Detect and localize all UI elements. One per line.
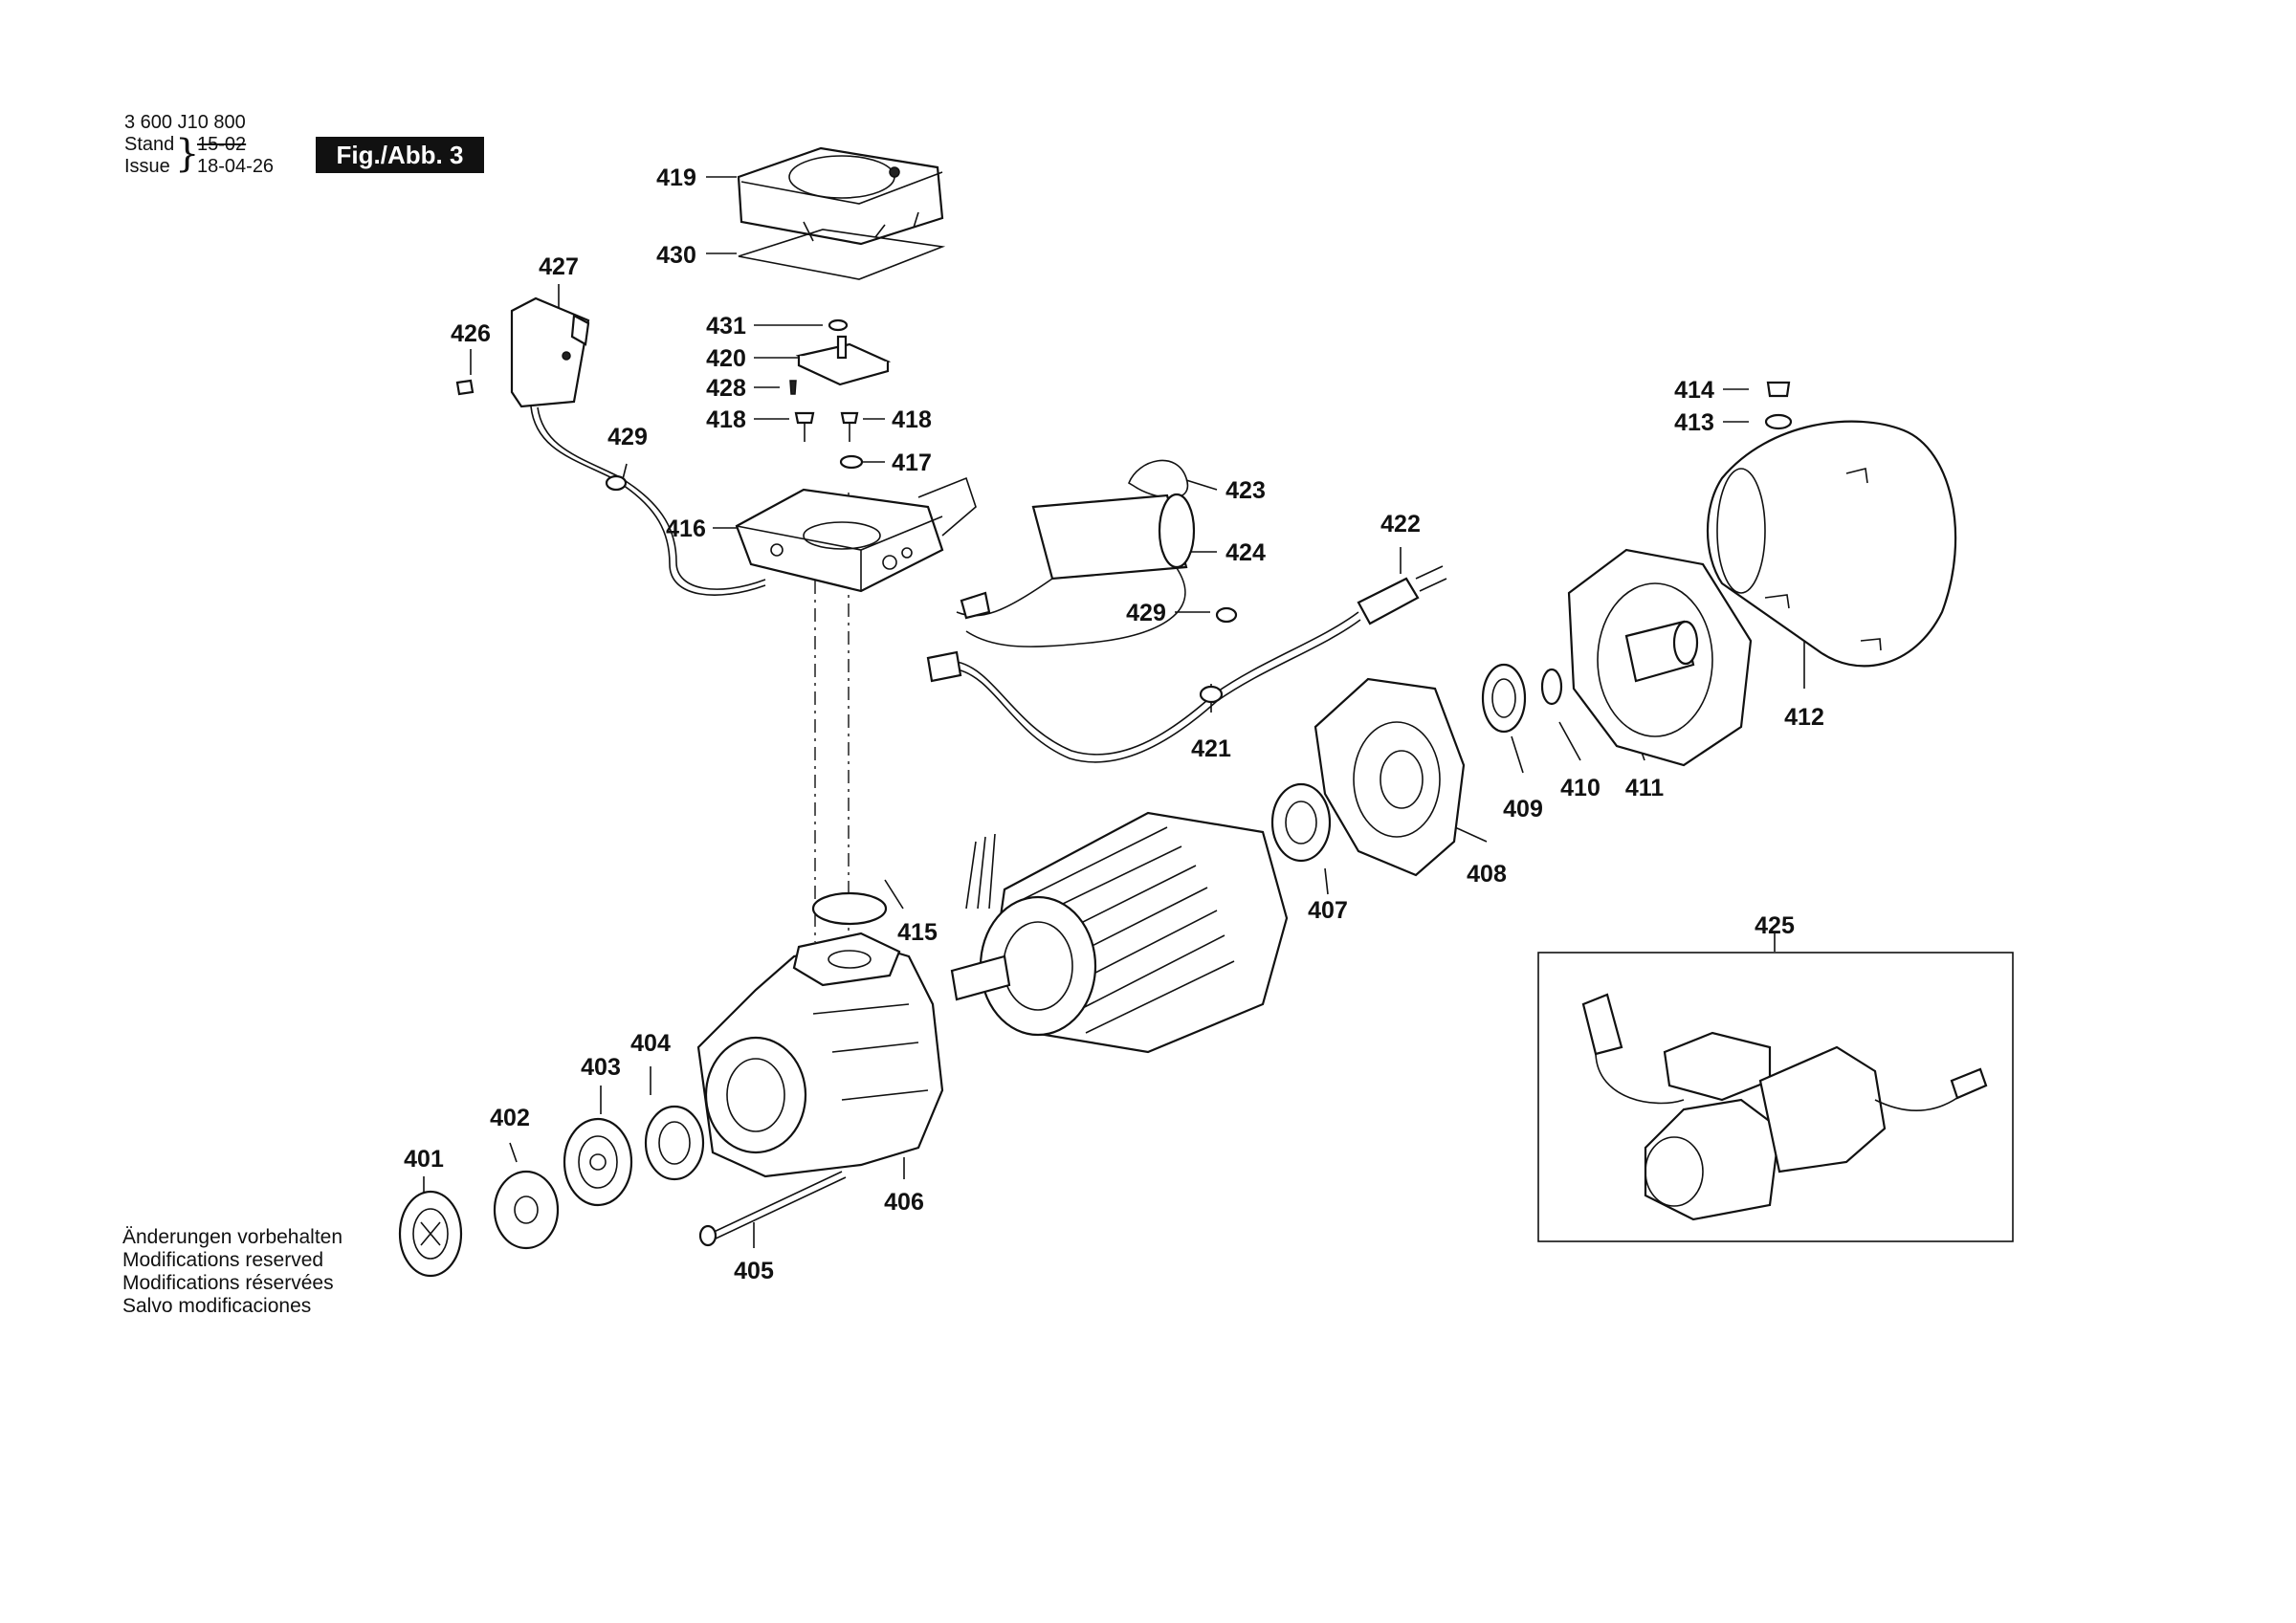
- callout-407: 407: [1308, 897, 1348, 924]
- callout-403: 403: [581, 1054, 621, 1081]
- callout-408: 408: [1467, 861, 1507, 888]
- mains-cable-part: [926, 565, 1447, 763]
- callout-418-left: 418: [706, 406, 746, 433]
- callout-414: 414: [1674, 377, 1714, 404]
- rear-bearing-part: [1270, 782, 1332, 863]
- cover-fasteners-part: [1764, 381, 1793, 430]
- small-screw-part: [789, 380, 797, 395]
- capacitor-part: [956, 493, 1238, 647]
- callout-421: 421: [1191, 735, 1231, 762]
- callout-430: 430: [656, 242, 696, 269]
- notice-line-fr: Modifications réservées: [122, 1272, 334, 1294]
- callout-405: 405: [734, 1258, 774, 1284]
- switch-cable-part: [530, 406, 766, 596]
- callout-415: 415: [897, 919, 938, 946]
- stand-value: 15-02: [197, 134, 247, 155]
- notice-line-en: Modifications reserved: [122, 1249, 324, 1271]
- callout-431: 431: [706, 313, 746, 340]
- callout-426: 426: [451, 320, 491, 347]
- complete-unit-inset: [1537, 952, 2014, 1242]
- cooling-fan-part: [1567, 548, 1753, 767]
- switch-part: [455, 296, 590, 408]
- callout-406: 406: [884, 1189, 924, 1216]
- gearbox-o-ring-part: [811, 891, 888, 926]
- stand-label: Stand: [124, 134, 175, 155]
- through-bolt-part: [698, 1171, 847, 1247]
- callout-404: 404: [630, 1030, 671, 1057]
- callout-labels: 419 430 431 420 428 418 418 417 416 427 …: [404, 164, 1824, 1284]
- callout-410: 410: [1560, 775, 1601, 801]
- modifications-notice: Änderungen vorbehalten Modifications res…: [122, 1226, 342, 1318]
- callout-411: 411: [1625, 775, 1664, 801]
- callout-416: 416: [666, 515, 706, 542]
- figure-badge: Fig./Abb. 3: [316, 137, 484, 173]
- small-o-ring-part: [828, 318, 849, 332]
- end-shield-part: [1314, 677, 1466, 877]
- fan-cover-part: [1706, 420, 1957, 668]
- callout-423: 423: [1225, 477, 1266, 504]
- brace-glyph: }: [175, 132, 200, 176]
- callout-418-right: 418: [892, 406, 932, 433]
- callout-401: 401: [404, 1146, 444, 1173]
- callout-417: 417: [892, 450, 932, 476]
- washer-part: [839, 454, 864, 470]
- callout-429-capacitor: 429: [1126, 600, 1166, 626]
- pump-housing-part: [696, 932, 944, 1178]
- callout-419: 419: [656, 164, 696, 191]
- callout-412: 412: [1784, 704, 1824, 731]
- callout-413: 413: [1674, 409, 1714, 436]
- callout-427: 427: [539, 253, 579, 280]
- callout-425: 425: [1755, 912, 1795, 939]
- notice-line-es: Salvo modificaciones: [122, 1295, 312, 1317]
- stand-row: Stand 15-02: [124, 134, 246, 155]
- motor-stator-part: [950, 811, 1289, 1054]
- terminal-box-lid-part: [737, 146, 944, 246]
- terminal-screws-part: [794, 411, 859, 442]
- callout-420: 420: [706, 345, 746, 372]
- callout-428: 428: [706, 375, 746, 402]
- issue-row: Issue 18-04-26: [124, 156, 274, 177]
- front-seals-part: [398, 1105, 705, 1278]
- notice-line-de: Änderungen vorbehalten: [122, 1226, 343, 1248]
- callout-402: 402: [490, 1105, 530, 1131]
- end-seal-part: [1481, 663, 1563, 734]
- drawing-part-number: 3 600 J10 800: [124, 112, 246, 133]
- terminal-box-part: [735, 476, 977, 593]
- terminal-plate-part: [795, 335, 892, 386]
- capacitor-strap-part: [1128, 459, 1189, 499]
- callout-429-switch: 429: [607, 424, 648, 450]
- callout-424: 424: [1225, 539, 1266, 566]
- issue-label: Issue: [124, 156, 170, 177]
- lid-gasket-part: [738, 229, 946, 280]
- issue-value: 18-04-26: [197, 156, 275, 177]
- callout-409: 409: [1503, 796, 1543, 822]
- callout-422: 422: [1380, 511, 1421, 537]
